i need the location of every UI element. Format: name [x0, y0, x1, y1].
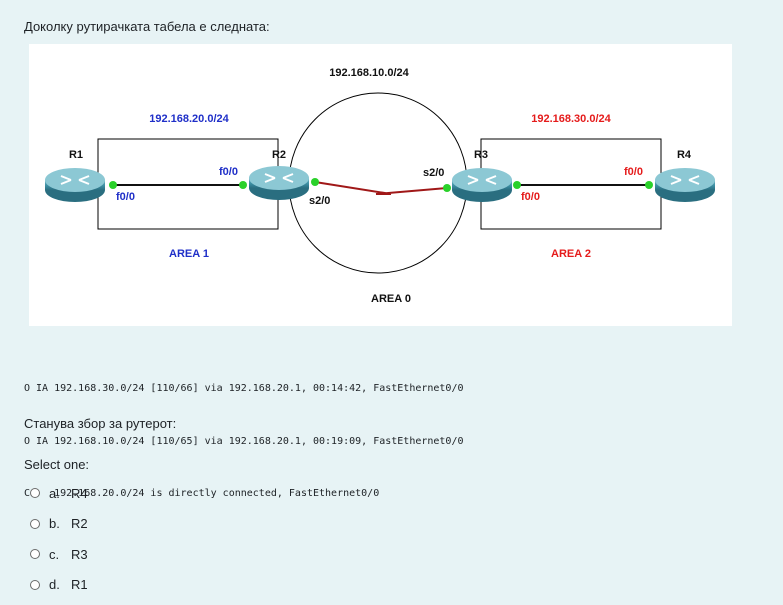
r4-f0-label: f0/0: [624, 166, 643, 178]
option-c[interactable]: c. R3: [30, 539, 88, 570]
router-r4[interactable]: [655, 168, 715, 202]
area0-label: AREA 0: [371, 293, 411, 305]
router-r1-label: R1: [69, 149, 83, 161]
route-line: O IA 192.168.30.0/24 [110/66] via 192.16…: [24, 383, 464, 394]
r3-f0-label: f0/0: [521, 191, 540, 203]
r2-f0-label: f0/0: [219, 166, 238, 178]
select-one-label: Select one:: [24, 457, 90, 472]
option-label: R1: [71, 577, 88, 593]
router-r1[interactable]: [45, 168, 105, 202]
option-label: R4: [71, 485, 88, 501]
port-r4-f0: [645, 181, 653, 189]
router-r2-label: R2: [272, 149, 286, 161]
option-letter: a.: [49, 485, 60, 501]
radio-button[interactable]: [30, 488, 40, 499]
r2-s2-label: s2/0: [309, 195, 330, 207]
radio-button[interactable]: [30, 579, 40, 590]
port-r2-f0: [239, 181, 247, 189]
question-text: Доколку рутирачката табела е следната:: [24, 19, 270, 34]
radio-button[interactable]: [30, 518, 40, 529]
area0-network-label: 192.168.10.0/24: [329, 67, 409, 79]
option-d[interactable]: d. R1: [30, 570, 88, 601]
option-label: R3: [71, 546, 88, 562]
area1-network-label: 192.168.20.0/24: [149, 113, 229, 125]
serial-link-r2-r3: [314, 181, 448, 195]
port-r3-f0: [513, 181, 521, 189]
prompt-text: Станува збор за рутерот:: [24, 416, 177, 431]
network-diagram: 192.168.10.0/24 192.168.20.0/24 192.168.…: [29, 44, 732, 326]
option-letter: d.: [49, 577, 60, 593]
r1-f0-label: f0/0: [116, 191, 135, 203]
router-r3-label: R3: [474, 149, 488, 161]
routing-table: O IA 192.168.30.0/24 [110/66] via 192.16…: [24, 345, 464, 538]
route-line: C 192.168.20.0/24 is directly connected,…: [24, 488, 380, 499]
option-letter: b.: [49, 516, 60, 532]
radio-button[interactable]: [30, 549, 40, 560]
option-letter: c.: [49, 546, 60, 562]
port-r1-f0: [109, 181, 117, 189]
answer-options: a. R4 b. R2 c. R3 d. R1: [30, 478, 88, 600]
router-r3[interactable]: [452, 168, 512, 202]
option-label: R2: [71, 516, 88, 532]
area2-network-label: 192.168.30.0/24: [531, 113, 611, 125]
option-b[interactable]: b. R2: [30, 509, 88, 540]
r3-s2-label: s2/0: [423, 167, 444, 179]
port-r3-s2: [443, 184, 451, 192]
router-r2[interactable]: [249, 166, 309, 200]
area1-label: AREA 1: [169, 248, 209, 260]
option-a[interactable]: a. R4: [30, 478, 88, 509]
router-r4-label: R4: [677, 149, 692, 161]
port-r2-s2: [311, 178, 319, 186]
area2-label: AREA 2: [551, 248, 591, 260]
route-line: O IA 192.168.10.0/24 [110/65] via 192.16…: [24, 435, 464, 447]
